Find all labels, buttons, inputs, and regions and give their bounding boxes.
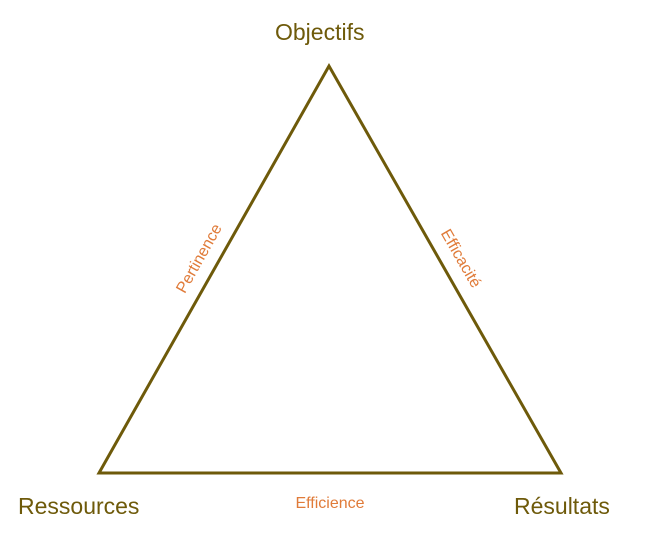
edge-label-efficience: Efficience [295,495,365,512]
node-resultats: Résultats [514,493,610,519]
node-objectifs: Objectifs [275,19,365,45]
node-ressources: Ressources [18,493,140,519]
triangle-shape [96,62,564,475]
